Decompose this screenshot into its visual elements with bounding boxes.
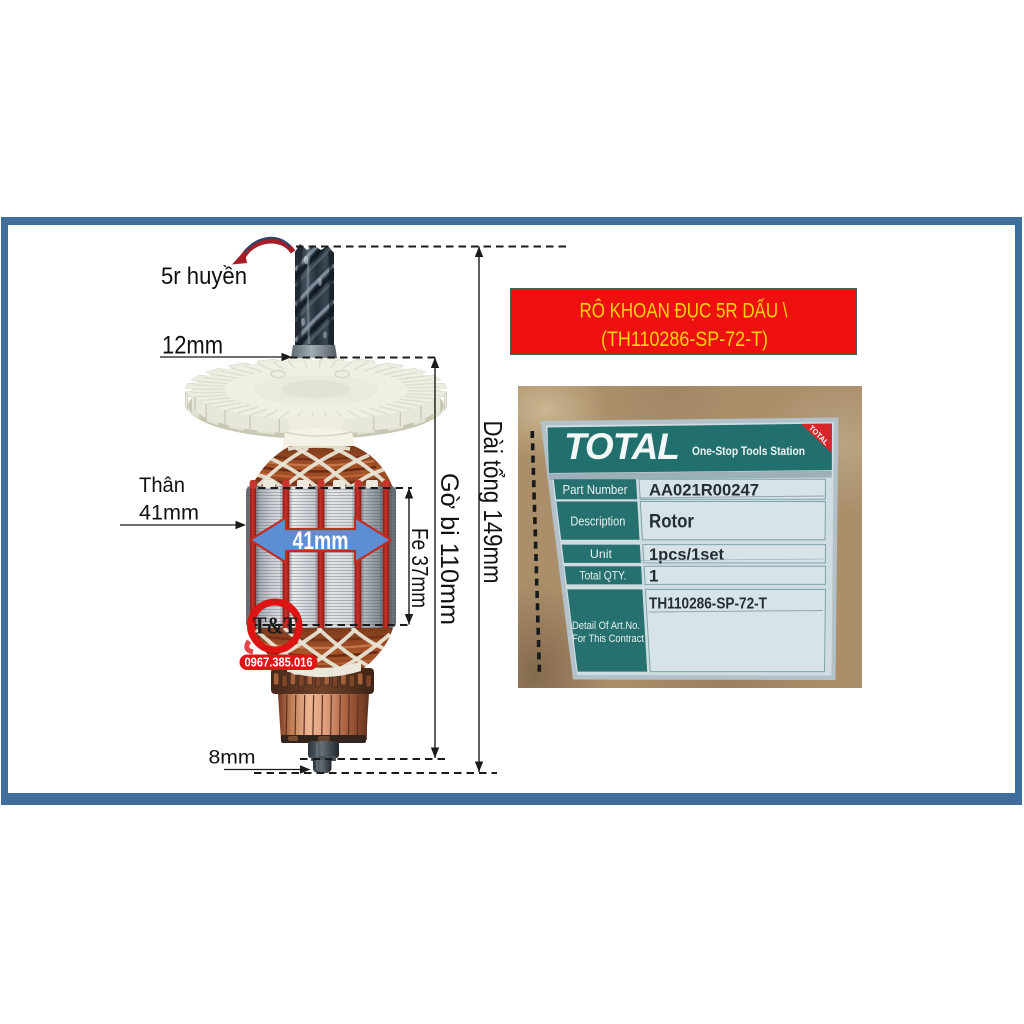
svg-text:(TH110286-SP-72-T): (TH110286-SP-72-T) bbox=[601, 328, 768, 351]
svg-text:AA021R00247: AA021R00247 bbox=[649, 480, 759, 499]
svg-text:TOTAL: TOTAL bbox=[564, 426, 679, 467]
svg-text:5r huyền: 5r huyền bbox=[161, 263, 247, 290]
svg-text:RÔ KHOAN ĐỤC 5R DẤU \: RÔ KHOAN ĐỤC 5R DẤU \ bbox=[580, 300, 788, 323]
svg-text:Rotor: Rotor bbox=[649, 511, 695, 532]
svg-text:Unit: Unit bbox=[590, 547, 613, 561]
svg-text:Detail Of Art.No.: Detail Of Art.No. bbox=[572, 620, 640, 632]
svg-text:1: 1 bbox=[649, 566, 658, 585]
svg-text:Part Number: Part Number bbox=[563, 482, 629, 497]
svg-text:Total QTY.: Total QTY. bbox=[579, 569, 626, 583]
svg-text:0967.385.016: 0967.385.016 bbox=[245, 656, 313, 670]
svg-text:Fe 37mm: Fe 37mm bbox=[407, 528, 433, 608]
svg-text:For This Contract: For This Contract bbox=[572, 633, 645, 645]
svg-text:8mm: 8mm bbox=[209, 747, 256, 769]
svg-text:1pcs/1set: 1pcs/1set bbox=[649, 545, 724, 564]
svg-text:41mm: 41mm bbox=[139, 501, 199, 525]
svg-text:Description: Description bbox=[570, 513, 625, 528]
svg-text:TH110286-SP-72-T: TH110286-SP-72-T bbox=[649, 595, 767, 612]
svg-text:41mm: 41mm bbox=[293, 527, 349, 555]
svg-text:T&T: T&T bbox=[253, 613, 297, 640]
svg-text:Gờ bi 110mm: Gờ bi 110mm bbox=[435, 473, 463, 625]
svg-text:Dài tổng 149mm: Dài tổng 149mm bbox=[478, 421, 508, 584]
svg-text:12mm: 12mm bbox=[162, 332, 223, 360]
svg-text:Thân: Thân bbox=[139, 473, 185, 497]
svg-text:One-Stop Tools Station: One-Stop Tools Station bbox=[692, 446, 805, 458]
